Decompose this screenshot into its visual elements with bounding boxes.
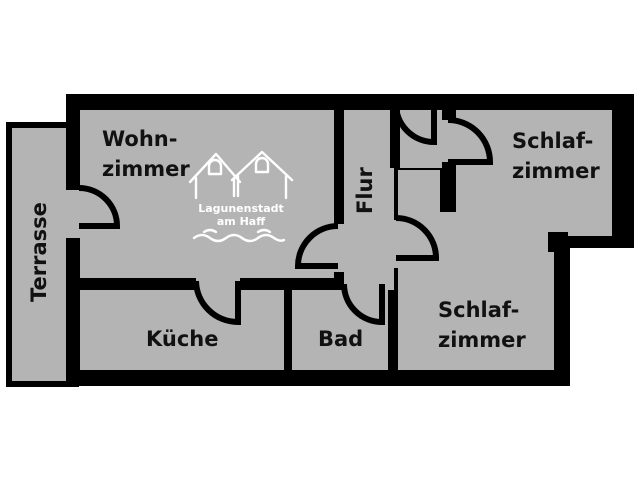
- bedroom2-opening: [394, 220, 398, 268]
- door-openings: [66, 120, 456, 290]
- bath-opening: [344, 278, 384, 290]
- flur-floor: [344, 168, 394, 290]
- room-floors: [12, 110, 612, 381]
- terrasse-floor: [12, 128, 66, 381]
- terrace-opening: [66, 190, 80, 238]
- bad-floor: [292, 290, 388, 370]
- schlafzimmer-1-label-line2: zimmer: [512, 159, 600, 183]
- kueche-label: Küche: [146, 327, 219, 351]
- wall-notches: [548, 232, 568, 252]
- wohnzimmer-label-line1: Wohn-: [102, 127, 177, 151]
- bad-label: Bad: [318, 327, 363, 351]
- kitchen-opening: [196, 278, 240, 290]
- schlafzimmer-2-nook: [398, 170, 440, 214]
- bedroom1-opening: [442, 120, 456, 162]
- logo-text-line1: Lagunenstadt: [198, 202, 284, 215]
- wohnzimmer-floor: [80, 110, 334, 278]
- schlafzimmer-1-label-line1: Schlaf-: [512, 129, 593, 153]
- schlafzimmer-2-label-line1: Schlaf-: [438, 298, 519, 322]
- living-door-icon: [294, 223, 339, 269]
- two-houses-waves-icon: [188, 150, 294, 243]
- bedroom1-door-icon: [447, 117, 494, 165]
- schlafzimmer-2-label-line2: zimmer: [438, 328, 526, 352]
- kitchen-door-icon: [193, 280, 241, 326]
- living-opening: [334, 224, 344, 272]
- flur-label: Flur: [353, 167, 377, 214]
- schlafzimmer-1-floor: [456, 110, 612, 236]
- schlafzimmer-2-floor: [398, 212, 554, 370]
- bedroom2-door-icon: [395, 215, 440, 261]
- logo-text-line2: am Haff: [217, 215, 265, 228]
- terrasse-label: Terrasse: [27, 202, 51, 302]
- entrance-door-icon: [393, 103, 437, 146]
- kueche-floor: [80, 290, 284, 370]
- wohnzimmer-label-line2: zimmer: [102, 157, 190, 181]
- door-swings: [78, 103, 494, 326]
- room-labels: Wohn- zimmer Küche Bad Flur Terrasse Sch…: [27, 127, 600, 352]
- bath-door-icon: [341, 283, 385, 326]
- wall-notch: [548, 232, 568, 252]
- terrace-door-icon: [78, 185, 121, 229]
- flur-upper-floor: [344, 110, 390, 168]
